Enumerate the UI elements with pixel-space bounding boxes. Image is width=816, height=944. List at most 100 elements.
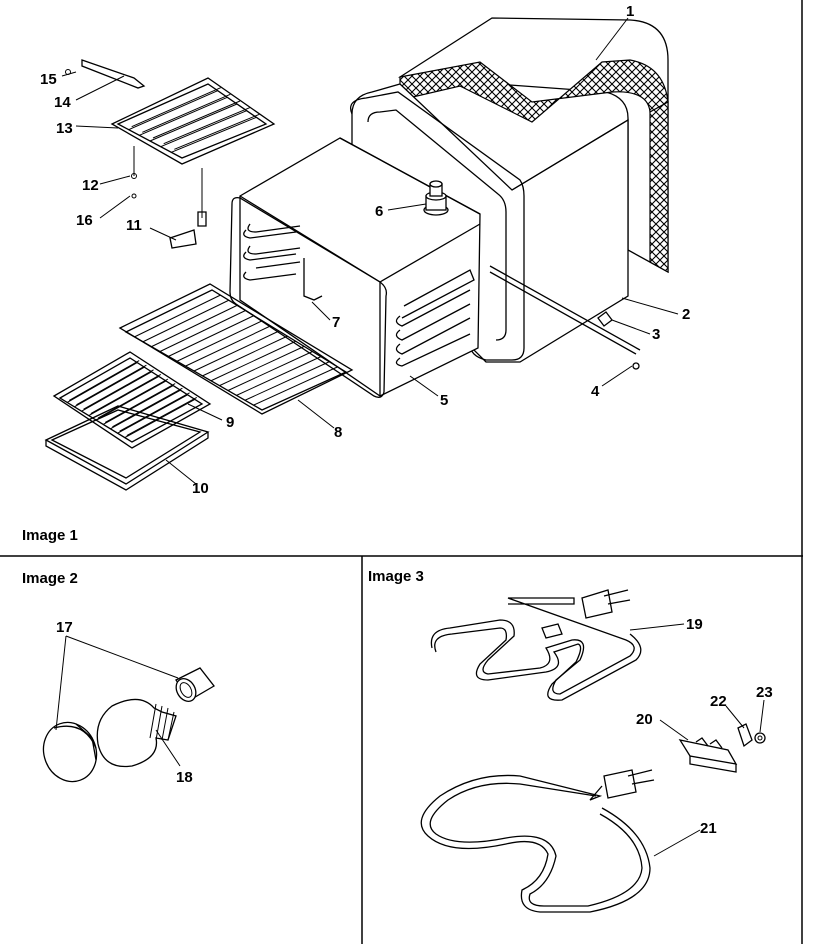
drawing-line bbox=[119, 392, 190, 432]
callout-10: 10 bbox=[192, 480, 209, 497]
drawing-line bbox=[227, 351, 313, 391]
drawing-line bbox=[104, 383, 176, 423]
callout-12: 12 bbox=[82, 177, 99, 194]
drawing-line bbox=[202, 335, 288, 377]
heating-elements bbox=[420, 589, 766, 913]
drawing-line bbox=[174, 113, 260, 150]
callout-3: 3 bbox=[652, 326, 660, 343]
drawing-line bbox=[160, 110, 247, 148]
tray-bracket bbox=[81, 59, 146, 89]
drawing-line bbox=[193, 330, 280, 372]
drawing-line bbox=[159, 310, 246, 352]
wrapper-front-frame bbox=[349, 91, 525, 361]
callout-23: 23 bbox=[756, 684, 773, 701]
callout-5: 5 bbox=[440, 392, 448, 409]
drawing-line bbox=[163, 107, 250, 145]
callout-11: 11 bbox=[126, 217, 142, 234]
wrapper-inner-frame bbox=[367, 109, 507, 341]
panel-label-image3: Image 3 bbox=[368, 568, 424, 585]
drawing-line bbox=[253, 366, 338, 406]
oven-rack bbox=[118, 283, 354, 415]
callout-14: 14 bbox=[54, 94, 71, 111]
drawing-line bbox=[168, 315, 255, 357]
drawing-line bbox=[97, 378, 169, 419]
callout-20: 20 bbox=[636, 711, 653, 728]
drawing-line bbox=[68, 360, 140, 401]
drawing-line bbox=[171, 116, 257, 153]
drawing-line bbox=[185, 325, 271, 367]
lens-cover bbox=[42, 721, 98, 783]
callout-16: 16 bbox=[76, 212, 93, 229]
leader-lines-image3 bbox=[629, 623, 765, 857]
part-callouts: 1 2 3 4 5 6 7 8 9 10 11 12 13 14 15 16 1… bbox=[40, 3, 773, 837]
drawing-line bbox=[74, 366, 145, 408]
drawing-line bbox=[139, 96, 228, 136]
drawing-line bbox=[90, 373, 162, 415]
broiler-pan-insert bbox=[52, 351, 212, 449]
drawing-line bbox=[112, 387, 183, 428]
drawing-line bbox=[102, 385, 174, 425]
drawing-line bbox=[83, 369, 154, 410]
light-bulb bbox=[96, 698, 177, 768]
terminal-nut bbox=[754, 732, 766, 744]
drawing-line bbox=[95, 380, 167, 421]
drawing-line bbox=[81, 371, 152, 412]
callout-4: 4 bbox=[591, 383, 600, 400]
drawing-line bbox=[76, 364, 147, 406]
drawing-line bbox=[152, 100, 241, 139]
lamp-sleeve bbox=[175, 667, 215, 702]
broil-element bbox=[420, 769, 655, 913]
callout-13: 13 bbox=[56, 120, 73, 137]
callout-21: 21 bbox=[700, 820, 717, 837]
drawing-line bbox=[142, 93, 231, 133]
drawing-line bbox=[88, 375, 160, 417]
leader-lines-image1 bbox=[61, 17, 679, 485]
drawing-line bbox=[176, 320, 263, 362]
drawing-line bbox=[134, 294, 221, 338]
drawing-line bbox=[151, 304, 238, 348]
broiler-pan bbox=[44, 405, 210, 491]
drawing-line bbox=[236, 356, 322, 396]
callout-1: 1 bbox=[626, 3, 634, 20]
callout-2: 2 bbox=[682, 306, 690, 323]
callout-9: 9 bbox=[226, 414, 234, 431]
callout-19: 19 bbox=[686, 616, 703, 633]
callout-18: 18 bbox=[176, 769, 193, 786]
panel-label-image1: Image 1 bbox=[22, 527, 78, 544]
oven-cavity-assembly bbox=[44, 17, 679, 491]
clip-bracket bbox=[169, 229, 197, 249]
light-socket bbox=[423, 180, 449, 216]
bake-element bbox=[430, 589, 642, 701]
callout-7: 7 bbox=[332, 314, 340, 331]
drawing-line bbox=[131, 87, 221, 128]
panel-labels: Image 1 Image 2 Image 3 bbox=[22, 527, 424, 587]
callout-8: 8 bbox=[334, 424, 342, 441]
drawing-line bbox=[117, 394, 188, 434]
drawing-line bbox=[142, 299, 229, 343]
drawing-line bbox=[210, 340, 296, 382]
terminal-clip bbox=[737, 723, 753, 748]
callout-15: 15 bbox=[40, 71, 57, 88]
drawing-line bbox=[219, 345, 305, 387]
drawing-line bbox=[128, 90, 218, 131]
drawing-line bbox=[149, 103, 238, 142]
callout-17: 17 bbox=[56, 619, 73, 636]
drawing-line bbox=[110, 389, 181, 430]
liner-side-ribs bbox=[395, 269, 475, 367]
liner-bracket bbox=[303, 258, 323, 301]
lamp-assembly bbox=[42, 635, 215, 783]
callout-6: 6 bbox=[375, 203, 383, 220]
terminal-block bbox=[678, 737, 738, 773]
drawing-line bbox=[244, 361, 330, 401]
insulation-pattern-side bbox=[649, 100, 669, 274]
liner-front-flange bbox=[229, 196, 388, 398]
panel-label-image2: Image 2 bbox=[22, 570, 78, 587]
drawing-line bbox=[126, 396, 198, 437]
drawing-line bbox=[66, 362, 138, 403]
leader-lines-image2 bbox=[55, 635, 181, 767]
drip-tray bbox=[110, 77, 276, 165]
callout-22: 22 bbox=[710, 693, 727, 710]
rack-supports-left bbox=[243, 223, 301, 281]
